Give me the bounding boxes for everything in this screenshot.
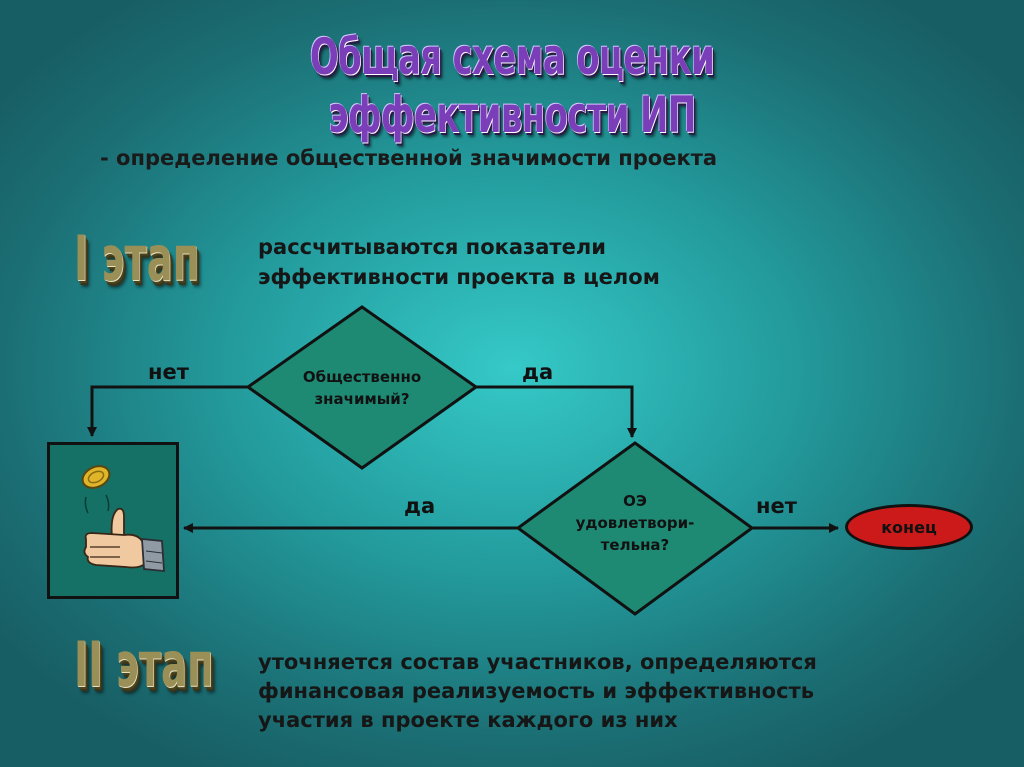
decision-2-yes-label: да [404, 494, 436, 518]
decision-1-text: Общественно значимый? [252, 366, 472, 410]
stage-2-description-line: финансовая реализуемость и эффективность [258, 679, 814, 703]
stage-1-label: I этап [74, 222, 200, 295]
stage-1-description-line: эффективности проекта в целом [258, 265, 660, 289]
subtitle: - определение общественной значимости пр… [100, 146, 718, 170]
stage-2-description-line: уточняется состав участников, определяют… [258, 650, 817, 674]
stage-2-description-line: участия в проекте каждого из них [258, 708, 678, 732]
decision-1-no-label: нет [148, 360, 189, 384]
decision-1-diamond [245, 305, 479, 470]
decision-2-diamond [515, 441, 755, 616]
coin-toss-picture [47, 442, 179, 599]
page-title: Общая схема оценки эффективности ИП [309, 28, 715, 144]
decision-2-text: ОЭ удовлетвори- тельна? [525, 490, 745, 556]
decision-1-text-line: Общественно [302, 368, 422, 386]
decision-2-text-line: ОЭ [623, 492, 647, 510]
stage-1-description: рассчитываются показатели эффективности … [258, 232, 660, 292]
end-node[interactable]: конец [845, 504, 973, 550]
stage-2-label: II этап [74, 628, 214, 701]
decision-2-no-label: нет [756, 494, 797, 518]
stage-1-description-line: рассчитываются показатели [258, 235, 606, 259]
arrow-no-decision-1 [87, 385, 248, 437]
end-node-label: конец [881, 517, 937, 537]
decision-1-yes-label: да [522, 360, 554, 384]
decision-1-text-line: значимый? [314, 390, 410, 408]
stage-2-description: уточняется состав участников, определяют… [258, 648, 817, 735]
decision-2-text-line: тельна? [600, 536, 670, 554]
coin-flip-hand-icon [81, 465, 165, 573]
arrow-yes-decision-1 [476, 385, 637, 438]
decision-2-text-line: удовлетвори- [575, 514, 695, 532]
